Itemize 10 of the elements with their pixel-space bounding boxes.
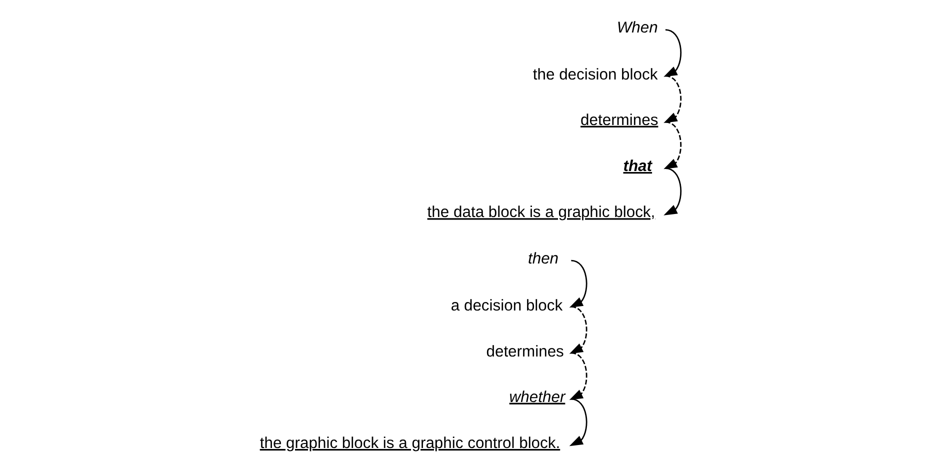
node-text: When	[616, 20, 658, 37]
node-text: the decision block	[532, 66, 658, 84]
node-text: whether	[509, 388, 566, 406]
node-text: the graphic block is a graphic control block.	[260, 434, 560, 452]
node-text: determines	[580, 112, 658, 129]
node-text: then	[528, 250, 559, 268]
node-text: that	[623, 158, 652, 176]
node-text: a decision block	[450, 297, 563, 314]
node-text: the data block is a graphic block,	[427, 204, 656, 222]
node-text: determines	[486, 344, 564, 361]
